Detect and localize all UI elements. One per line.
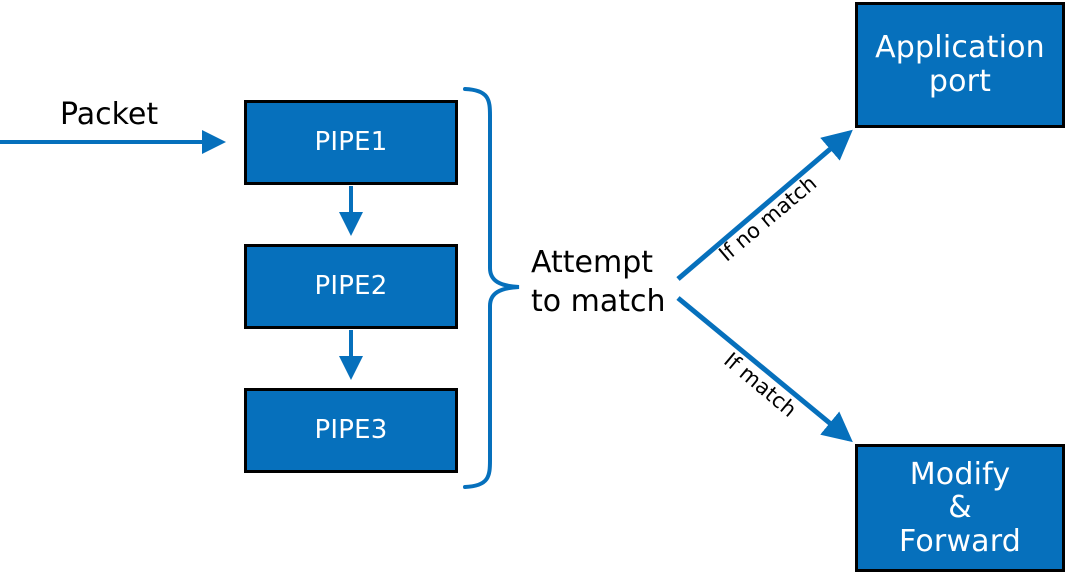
outcome-application-port-label: Application port [875,30,1045,99]
if-no-match-edge-label: If no match [714,170,822,267]
outcome-application-port[interactable]: Application port [855,2,1065,128]
outcome-modify-and-forward[interactable]: Modify & Forward [855,444,1065,572]
pipeline-stage-pipe2[interactable]: PIPE2 [244,244,458,329]
pipeline-stage-pipe1-label: PIPE1 [314,126,388,157]
pipeline-stage-pipe1[interactable]: PIPE1 [244,100,458,185]
pipeline-stage-pipe3[interactable]: PIPE3 [244,388,458,473]
match-branch-arrow [676,296,853,443]
pipeline-stage-pipe3-label: PIPE3 [314,414,388,445]
packet-input-label: Packet [60,97,159,132]
pipeline-stage-pipe2-label: PIPE2 [314,270,388,301]
outcome-modify-and-forward-label: Modify & Forward [898,456,1022,559]
attempt-to-match-label: Attempt to match [531,245,666,319]
pipeline-group-brace [463,87,520,489]
if-match-edge-label: If match [719,347,802,422]
